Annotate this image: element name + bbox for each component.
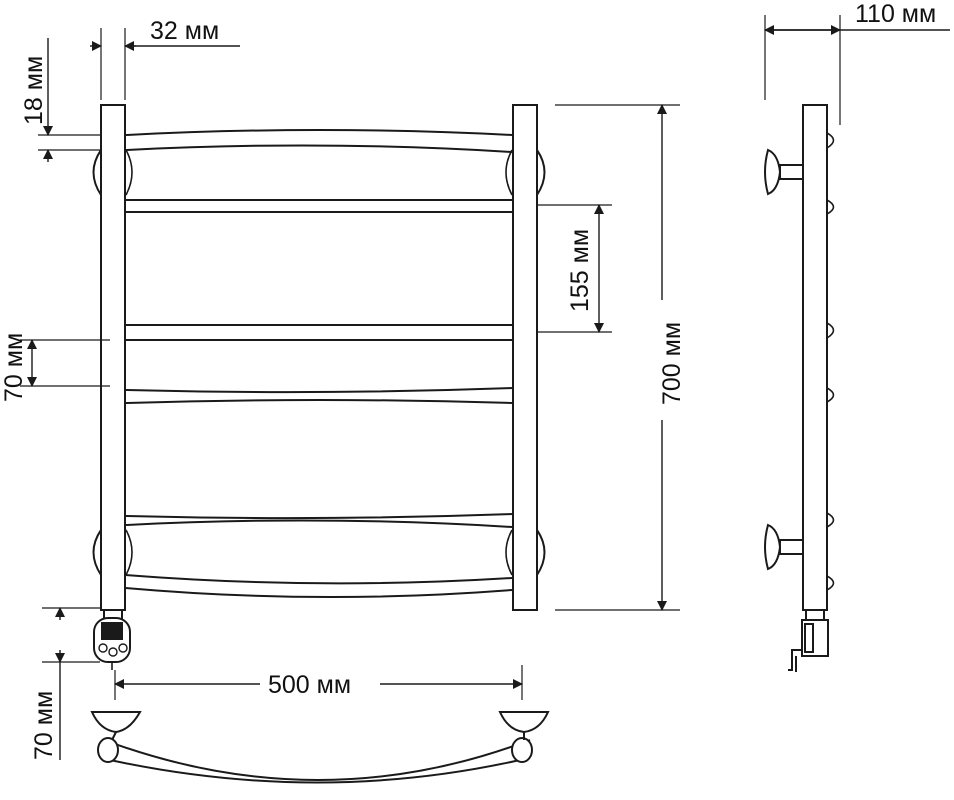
bracket-upper-right [536,146,546,199]
bracket-upper-left [92,146,102,199]
left-post [100,104,126,611]
side-wall-brackets [764,148,804,571]
bracket-lower-right [536,526,546,579]
right-post [512,104,538,611]
wall-brackets [92,146,546,579]
label-rung-gap: 155 мм [566,229,594,312]
rungs [125,129,513,599]
top-view-right-post [511,737,533,763]
label-depth: 110 мм [855,0,936,28]
label-center-distance: 500 мм [268,671,351,699]
label-top-width: 32 мм [150,17,219,45]
bracket-lower-right-cap [505,529,513,576]
top-view-right-flange [498,711,550,734]
side-heating-element [788,609,829,672]
label-total-height: 700 мм [658,322,686,405]
bracket-lower-left-cap [125,529,133,576]
top-view-left-flange [90,711,142,734]
bracket-lower-left [92,526,102,579]
side-rung-stubs [826,132,835,591]
top-view-arc-outer [103,739,531,781]
bracket-upper-left-cap [125,149,133,196]
label-bottom-offset: 70 мм [30,691,58,760]
top-view-left-post [97,737,119,763]
top-view [90,711,550,784]
dimension-labels: 32 мм 18 мм 155 мм 700 мм 70 мм 500 мм 7… [0,0,936,760]
dimension-lines [20,15,950,760]
label-mid-gap: 70 мм [0,333,28,402]
side-view [764,104,835,672]
label-top-offset: 18 мм [20,56,48,125]
bracket-upper-right-cap [505,149,513,196]
top-view-arc-inner [109,759,521,784]
side-post [802,104,828,611]
front-view [92,104,546,670]
heating-element-controller [93,609,131,670]
